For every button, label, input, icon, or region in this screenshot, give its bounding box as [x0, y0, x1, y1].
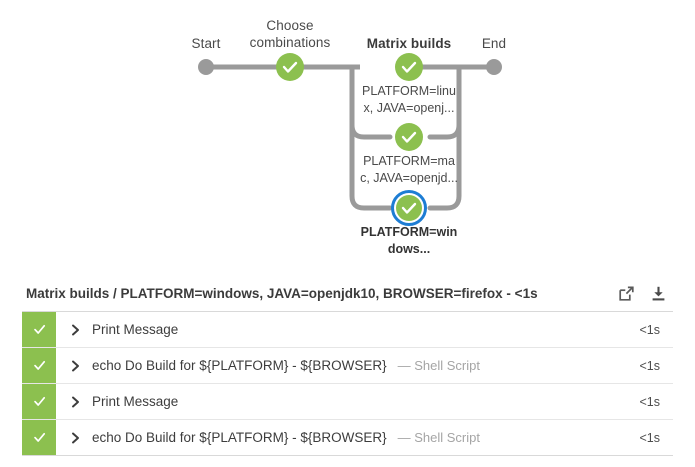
chevron-right-icon[interactable] — [68, 324, 82, 336]
stage-label-start: Start — [191, 36, 221, 51]
pipeline-connector-lines — [198, 53, 502, 226]
row-body[interactable]: echo Do Build for ${PLATFORM} - ${BROWSE… — [56, 420, 639, 455]
selected-ring — [391, 190, 427, 226]
row-title: echo Do Build for ${PLATFORM} - ${BROWSE… — [92, 430, 387, 445]
log-header: Matrix builds / PLATFORM=windows, JAVA=o… — [22, 276, 673, 312]
row-subtitle: — Shell Script — [397, 358, 480, 373]
node-branch-mac[interactable] — [395, 123, 423, 151]
node-branch-linux[interactable] — [395, 53, 423, 81]
pipeline-graph: Start Choose combinations Matrix builds … — [191, 18, 507, 256]
branch-label-linux: PLATFORM=linux, JAVA=openj... — [362, 84, 456, 115]
row-title: Print Message — [92, 322, 179, 337]
check-icon — [282, 61, 298, 73]
row-body[interactable]: Print Message — [56, 312, 639, 347]
download-icon[interactable] — [645, 281, 671, 307]
row-body[interactable]: echo Do Build for ${PLATFORM} - ${BROWSE… — [56, 348, 639, 383]
log-row[interactable]: Print Message <1s — [22, 384, 673, 420]
check-icon — [33, 360, 45, 370]
row-status-success[interactable] — [22, 312, 56, 347]
row-duration: <1s — [639, 358, 660, 373]
row-status-success[interactable] — [22, 420, 56, 455]
end-node-dot[interactable] — [486, 59, 502, 75]
branch-label-mac: PLATFORM=mac, JAVA=openjd... — [360, 154, 458, 185]
log-row[interactable]: Print Message <1s — [22, 312, 673, 348]
check-icon — [401, 61, 417, 73]
log-row[interactable]: echo Do Build for ${PLATFORM} - ${BROWSE… — [22, 420, 673, 456]
chevron-right-icon[interactable] — [68, 396, 82, 408]
node-choose-combinations[interactable] — [276, 53, 304, 81]
node-branch-windows[interactable] — [391, 190, 427, 226]
check-icon — [33, 324, 45, 334]
check-icon — [33, 396, 45, 406]
row-duration: <1s — [639, 394, 660, 409]
check-icon — [401, 202, 417, 214]
stage-label-choose-combinations: Choose combinations — [249, 18, 331, 50]
external-link-icon[interactable] — [613, 281, 639, 307]
log-header-title: Matrix builds / PLATFORM=windows, JAVA=o… — [26, 286, 538, 301]
log-row[interactable]: echo Do Build for ${PLATFORM} - ${BROWSE… — [22, 348, 673, 384]
stage-label-matrix-builds: Matrix builds — [366, 36, 452, 51]
edge-fanout-branch3 — [349, 64, 393, 211]
chevron-right-icon[interactable] — [68, 360, 82, 372]
row-title: Print Message — [92, 394, 179, 409]
stage-label-end: End — [481, 36, 507, 51]
check-icon — [33, 432, 45, 442]
chevron-right-icon[interactable] — [68, 432, 82, 444]
start-node-dot[interactable] — [198, 59, 214, 75]
step-log-panel: Matrix builds / PLATFORM=windows, JAVA=o… — [22, 276, 673, 456]
row-status-success[interactable] — [22, 348, 56, 383]
row-duration: <1s — [639, 430, 660, 445]
edge-branch3-fanin — [427, 64, 462, 211]
row-subtitle: — Shell Script — [397, 430, 480, 445]
row-status-success[interactable] — [22, 384, 56, 419]
branch-label-windows: PLATFORM=windows... — [360, 225, 458, 256]
row-body[interactable]: Print Message — [56, 384, 639, 419]
row-title: echo Do Build for ${PLATFORM} - ${BROWSE… — [92, 358, 387, 373]
row-duration: <1s — [639, 322, 660, 337]
check-icon — [401, 131, 417, 143]
